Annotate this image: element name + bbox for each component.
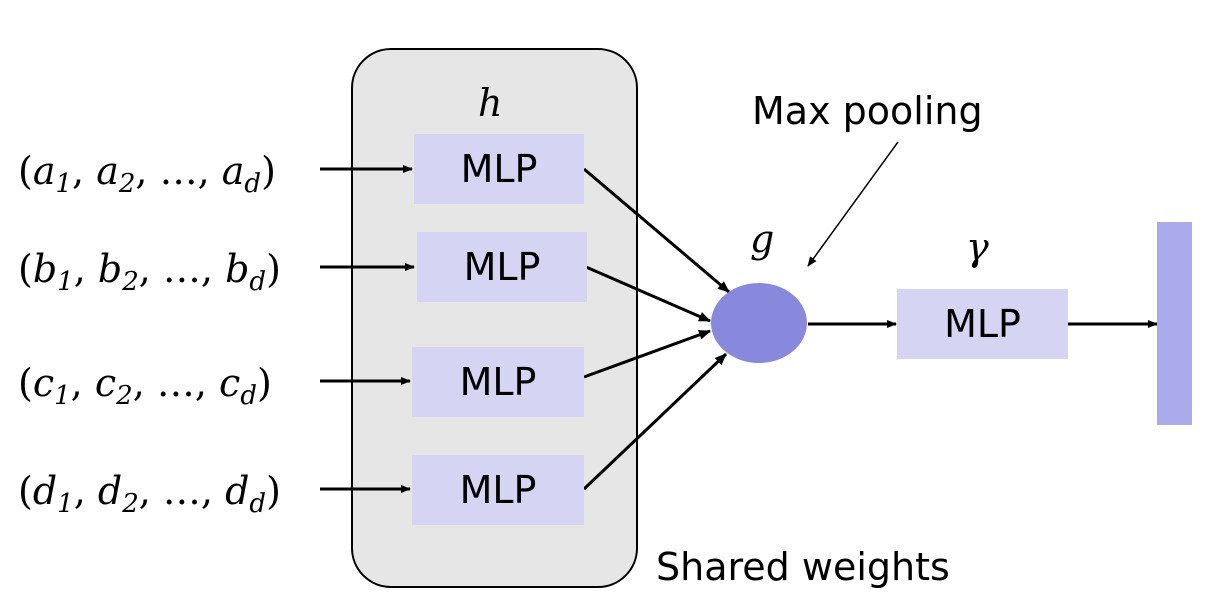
mlp-box-3: MLP — [412, 347, 584, 417]
arrow-mlp4-to-g — [582, 352, 728, 491]
h-symbol: h — [478, 81, 503, 125]
gamma-symbol: γ — [966, 225, 989, 269]
output-mlp-box: MLP — [897, 289, 1068, 359]
arrow-mlp2-to-g — [585, 265, 711, 323]
shared-weights-caption: Shared weights — [656, 545, 950, 589]
g-symbol: g — [750, 217, 775, 261]
input-tuple-d: (d1, d2, …, dd) — [18, 469, 281, 519]
arrow-mlp3-to-g — [583, 329, 711, 379]
input-tuple-a: (a1, a2, …, ad) — [18, 149, 276, 199]
mlp-box-1: MLP — [414, 134, 584, 204]
mlp-box-2: MLP — [417, 232, 587, 302]
output-vector-bar — [1157, 222, 1192, 425]
max-pool-node — [711, 283, 807, 363]
arrow-mlp1-to-g — [583, 167, 730, 294]
max-pooling-caption: Max pooling — [752, 89, 983, 133]
input-tuple-c: (c1, c2, …, cd) — [18, 361, 272, 411]
arrow-maxpool-callout — [807, 141, 899, 267]
mlp-box-4: MLP — [412, 455, 584, 525]
input-tuple-b: (b1, b2, …, bd) — [18, 247, 281, 297]
